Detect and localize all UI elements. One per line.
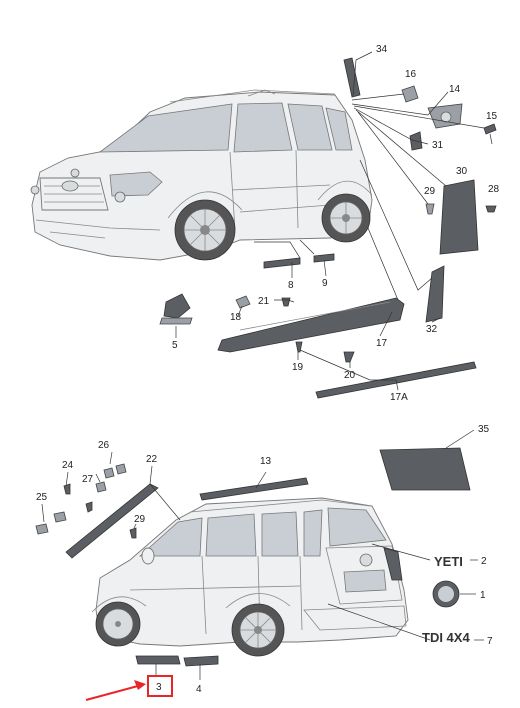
clip-18 — [235, 295, 251, 309]
callout-24: 24 — [62, 460, 74, 471]
clip-25-b — [35, 523, 49, 535]
callout-1: 1 — [480, 590, 486, 601]
callout-14: 14 — [449, 84, 461, 95]
highlight-box — [147, 675, 173, 697]
clip-28 — [485, 205, 497, 213]
callout-21: 21 — [258, 296, 270, 307]
callout-16: 16 — [405, 69, 417, 80]
side-window-35 — [379, 447, 471, 491]
callout-9: 9 — [322, 278, 328, 289]
strip-8 — [263, 257, 301, 269]
clip-27-b — [85, 501, 93, 513]
highlight-arrow-shaft — [85, 685, 139, 701]
strip-9 — [313, 253, 335, 263]
clip-29-lower — [129, 527, 137, 539]
callout-26: 26 — [98, 440, 110, 451]
callout-15: 15 — [486, 111, 498, 122]
sill-moulding-17 — [217, 297, 405, 353]
clip-21 — [281, 297, 291, 307]
callout-13: 13 — [260, 456, 272, 467]
clip-24 — [63, 483, 71, 495]
mudflap-5 — [163, 293, 191, 319]
strip-4 — [183, 655, 219, 667]
upper-leader-lines — [175, 51, 485, 391]
lower-leader-lines — [41, 429, 484, 680]
roof-strip-13 — [199, 477, 309, 501]
callout-32: 32 — [426, 324, 438, 335]
callout-4: 4 — [196, 684, 202, 695]
callout-31: 31 — [432, 140, 444, 151]
clip-26-b — [115, 463, 127, 475]
callout-35: 35 — [478, 424, 490, 435]
pillar-panel-30 — [439, 179, 479, 255]
strip-3 — [135, 655, 181, 665]
callout-7: 7 — [487, 636, 493, 647]
callout-18: 18 — [230, 312, 242, 323]
arch-trim-32 — [425, 265, 445, 323]
callout-30: 30 — [456, 166, 468, 177]
lower-parts: YETI TDI 4X4 — [35, 447, 471, 667]
clip-25-a — [53, 511, 67, 523]
callout-5: 5 — [172, 340, 178, 351]
screw-20 — [343, 351, 355, 363]
callout-8: 8 — [288, 280, 294, 291]
callout-2: 2 — [481, 556, 487, 567]
callout-17: 17 — [376, 338, 388, 349]
callout-19: 19 — [292, 362, 304, 373]
screw-19 — [295, 341, 303, 353]
clip-26-a — [103, 467, 115, 479]
callout-17A: 17A — [390, 392, 408, 403]
pillar-trim-34 — [343, 57, 361, 98]
upper-callouts: 34 16 14 15 31 30 29 28 8 9 21 18 5 17 3… — [172, 44, 500, 403]
yeti-badge: YETI — [434, 554, 463, 569]
clip-16 — [401, 85, 419, 103]
callout-27: 27 — [82, 474, 94, 485]
upper-car-illustration — [30, 89, 373, 261]
highlight-arrow-head-icon — [134, 680, 146, 690]
lower-callouts: 35 13 26 24 27 22 25 29 2 1 7 4 — [36, 424, 493, 695]
callout-3: 3 — [156, 682, 162, 693]
screw-15 — [483, 123, 497, 135]
pillar-trim-22 — [65, 483, 159, 559]
lower-car-illustration — [91, 497, 409, 657]
callout-25: 25 — [36, 492, 48, 503]
callout-28: 28 — [488, 184, 500, 195]
callout-29-lower: 29 — [134, 514, 146, 525]
callout-29-upper: 29 — [424, 186, 436, 197]
highlight-callout-3: 3 — [85, 675, 173, 701]
callout-22: 22 — [146, 454, 158, 465]
callout-20: 20 — [344, 370, 356, 381]
clip-27-a — [95, 481, 107, 493]
tdi-badge: TDI 4X4 — [422, 630, 470, 645]
callout-34: 34 — [376, 44, 388, 55]
clip-29-upper — [425, 203, 435, 215]
